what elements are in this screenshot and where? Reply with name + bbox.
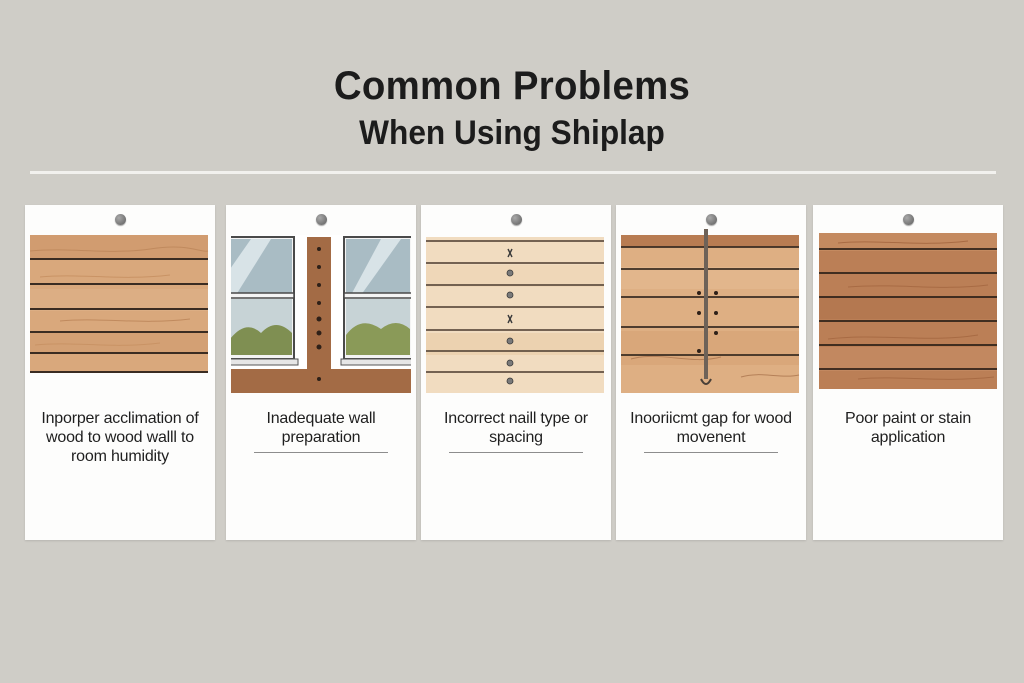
card-caption: Inporper acclimation of wood to wood wal… <box>41 410 199 465</box>
caption-underline <box>254 452 388 453</box>
window-wall-icon <box>231 229 411 397</box>
nailed-planks-icon <box>426 229 606 397</box>
card-caption: Inadequate wall preparation <box>266 410 376 446</box>
problem-card-nail-spacing: Incorrect naill type or spacing <box>421 205 611 540</box>
problem-card-wall-preparation: Inadequate wall preparation <box>226 205 416 540</box>
card-caption: Inooriicmt gap for wood movenent <box>630 410 792 446</box>
problem-card-acclimation: Inporper acclimation of wood to wood wal… <box>25 205 215 540</box>
problem-card-paint: Poor paint or stain application <box>813 205 1003 540</box>
wood-planks-icon <box>30 229 210 397</box>
card-caption: Poor paint or stain application <box>844 410 972 446</box>
title-line-2: When Using Shiplap <box>359 114 665 152</box>
pin-icon <box>511 214 522 225</box>
title-divider <box>30 171 996 174</box>
pin-icon <box>316 214 327 225</box>
pin-icon <box>706 214 717 225</box>
card-caption: Incorrect naill type or spacing <box>444 410 588 446</box>
pin-icon <box>903 214 914 225</box>
caption-underline <box>449 452 583 453</box>
title-line-1: Common Problems <box>333 64 691 108</box>
stained-planks-icon <box>818 229 998 397</box>
page-title: Common Problems When Using Shiplap <box>0 62 1024 154</box>
problem-card-gap: Inooriicmt gap for wood movenent <box>616 205 806 540</box>
gap-planks-icon <box>621 229 801 397</box>
pin-icon <box>115 214 126 225</box>
caption-underline <box>644 452 778 453</box>
